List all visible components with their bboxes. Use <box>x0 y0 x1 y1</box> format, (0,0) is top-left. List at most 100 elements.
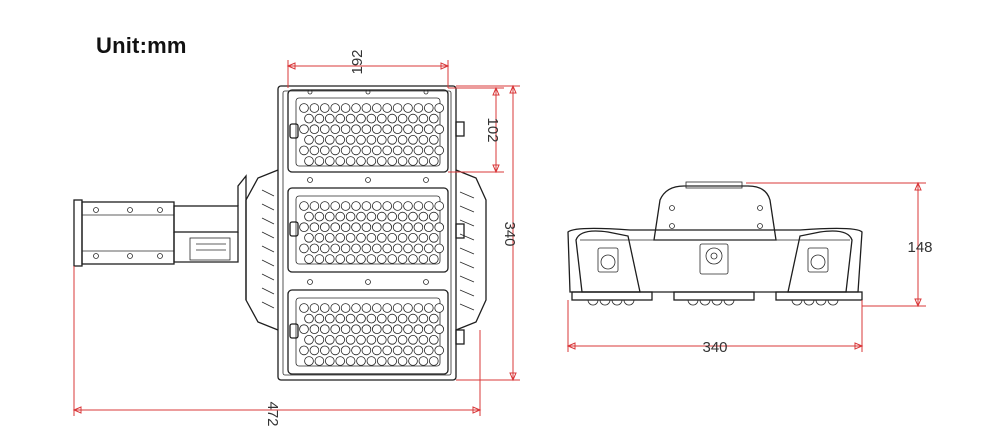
led-lens <box>418 211 429 222</box>
led-lens <box>351 124 361 134</box>
side-module-right <box>775 230 863 306</box>
mounting-bracket <box>73 174 247 300</box>
led-lens <box>324 334 335 345</box>
dim-102-label: 102 <box>484 117 501 142</box>
led-lens <box>356 211 366 222</box>
led-lens <box>299 324 309 335</box>
led-lens <box>387 211 398 222</box>
led-lens <box>397 233 408 243</box>
led-lens <box>361 243 372 254</box>
led-lens <box>428 211 439 222</box>
led-lens <box>361 201 372 211</box>
led-lens <box>371 222 382 233</box>
led-lens <box>408 113 418 124</box>
led-lens <box>413 345 424 356</box>
led-lens <box>428 135 439 145</box>
led-lens <box>299 222 309 233</box>
led-lens <box>330 103 341 113</box>
led-lens <box>423 303 434 313</box>
led-lens <box>309 345 320 356</box>
led-lens <box>330 124 341 134</box>
led-lens <box>345 313 356 324</box>
led-lens <box>335 135 346 145</box>
frame-bolts <box>307 89 429 285</box>
led-lens <box>324 156 335 166</box>
led-lens <box>335 211 346 222</box>
led-lens <box>351 243 361 254</box>
led-lens <box>403 124 413 134</box>
led-lens <box>423 345 434 356</box>
led-lens <box>314 356 325 366</box>
led-lens <box>366 356 377 366</box>
led-lens <box>319 345 330 356</box>
led-lens <box>382 103 393 113</box>
led-lens <box>428 254 439 264</box>
led-lens <box>418 313 429 324</box>
led-lens <box>356 334 366 345</box>
led-lens <box>382 145 393 156</box>
led-lens <box>319 201 330 211</box>
led-module-middle <box>287 187 449 273</box>
led-lens <box>376 233 387 243</box>
led-lens <box>366 313 377 324</box>
led-lens <box>387 135 398 145</box>
led-lens <box>392 243 403 254</box>
led-lens <box>304 356 314 366</box>
led-lens <box>299 103 309 113</box>
led-lens <box>351 345 361 356</box>
led-lens <box>309 103 320 113</box>
led-lens <box>408 233 418 243</box>
led-lens <box>434 243 445 254</box>
led-lens <box>351 145 361 156</box>
led-lens <box>319 324 330 335</box>
led-lens <box>309 201 320 211</box>
led-lens <box>309 222 320 233</box>
led-lens <box>387 233 398 243</box>
led-lens <box>340 324 351 335</box>
led-lens <box>376 254 387 264</box>
led-lens <box>434 145 445 156</box>
led-lens <box>309 124 320 134</box>
led-lens <box>340 303 351 313</box>
led-lens <box>356 254 366 264</box>
led-lens <box>366 156 377 166</box>
led-lens <box>330 324 341 335</box>
led-lens <box>434 324 445 335</box>
led-lens <box>428 113 439 124</box>
led-lens <box>340 345 351 356</box>
led-lens <box>397 211 408 222</box>
led-lens <box>319 243 330 254</box>
led-lens <box>351 222 361 233</box>
side-module-center <box>673 243 755 306</box>
led-lens <box>428 233 439 243</box>
led-lens <box>387 313 398 324</box>
led-lens <box>408 356 418 366</box>
led-lens <box>382 243 393 254</box>
led-lens <box>376 113 387 124</box>
led-lens <box>314 254 325 264</box>
led-lens <box>340 243 351 254</box>
led-lens <box>392 103 403 113</box>
led-lens <box>366 211 377 222</box>
led-lens <box>335 334 346 345</box>
led-lens <box>319 145 330 156</box>
led-lens <box>330 345 341 356</box>
led-lens <box>324 233 335 243</box>
led-lens <box>418 156 429 166</box>
led-lens <box>335 254 346 264</box>
led-lens <box>304 113 314 124</box>
led-lens <box>418 254 429 264</box>
led-lens <box>397 254 408 264</box>
led-lens <box>392 145 403 156</box>
led-lens <box>434 103 445 113</box>
led-lens <box>413 303 424 313</box>
led-lens <box>319 103 330 113</box>
led-lens <box>340 201 351 211</box>
led-lens <box>392 201 403 211</box>
led-lens <box>403 243 413 254</box>
led-lens <box>413 103 424 113</box>
led-lens <box>392 345 403 356</box>
led-lens <box>361 345 372 356</box>
led-lens <box>324 135 335 145</box>
